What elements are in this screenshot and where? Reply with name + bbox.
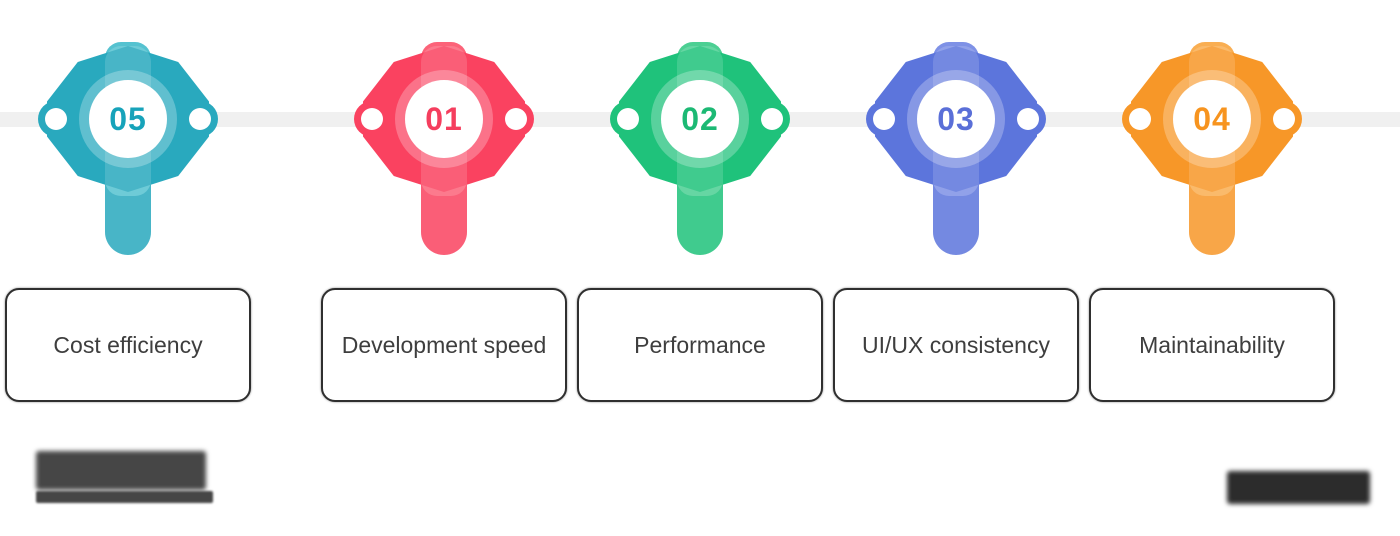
step-node-2: 02 Performance — [572, 0, 828, 420]
step-number-circle: 04 — [1173, 80, 1251, 158]
step-label: UI/UX consistency — [862, 331, 1050, 358]
timeline-dot-left — [1129, 108, 1151, 130]
step-number: 02 — [681, 100, 719, 137]
timeline-dot-right — [761, 108, 783, 130]
step-label-card: UI/UX consistency — [833, 288, 1079, 402]
step-badge: 01 — [316, 0, 572, 270]
step-badge: 05 — [0, 0, 256, 270]
watermark-logo-underline-blurred — [36, 491, 213, 503]
step-number-circle: 03 — [917, 80, 995, 158]
step-label-card: Development speed — [321, 288, 567, 402]
step-label-card: Maintainability — [1089, 288, 1335, 402]
watermark-logo-blurred — [36, 451, 206, 490]
step-number-circle: 02 — [661, 80, 739, 158]
step-label-card: Cost efficiency — [5, 288, 251, 402]
timeline-dot-left — [45, 108, 67, 130]
step-label: Maintainability — [1139, 331, 1285, 358]
timeline-dot-right — [1017, 108, 1039, 130]
step-node-1: 01 Development speed — [316, 0, 572, 420]
step-number: 03 — [937, 100, 975, 137]
step-node-5: 05 Cost efficiency — [0, 0, 256, 420]
timeline-dot-left — [361, 108, 383, 130]
timeline-dot-right — [1273, 108, 1295, 130]
step-node-3: 03 UI/UX consistency — [828, 0, 1084, 420]
step-badge: 04 — [1084, 0, 1340, 270]
timeline-dot-left — [617, 108, 639, 130]
step-number: 04 — [1193, 100, 1231, 137]
step-label: Development speed — [341, 331, 547, 358]
step-number-circle: 01 — [405, 80, 483, 158]
timeline-dot-right — [189, 108, 211, 130]
step-number-circle: 05 — [89, 80, 167, 158]
step-label-card: Performance — [577, 288, 823, 402]
timeline-dot-left — [873, 108, 895, 130]
timeline-dot-right — [505, 108, 527, 130]
step-label: Cost efficiency — [53, 331, 203, 358]
step-number: 05 — [109, 100, 147, 137]
step-node-4: 04 Maintainability — [1084, 0, 1340, 420]
step-badge: 02 — [572, 0, 828, 270]
watermark-text-blurred — [1227, 471, 1370, 504]
step-number: 01 — [425, 100, 463, 137]
step-badge: 03 — [828, 0, 1084, 270]
step-label: Performance — [634, 331, 766, 358]
